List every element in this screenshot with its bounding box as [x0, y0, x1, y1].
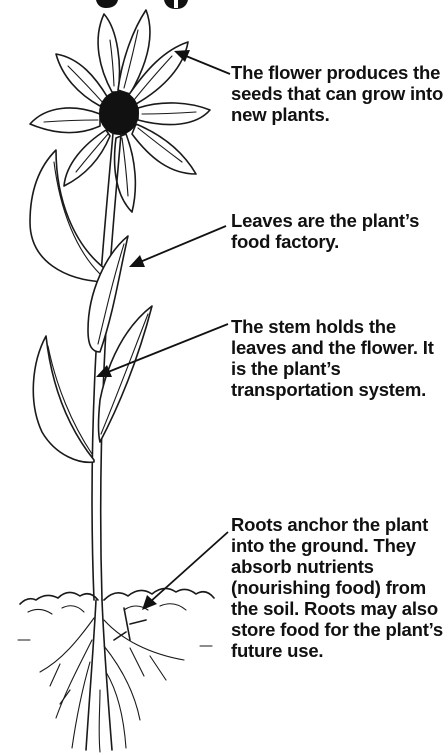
petal [98, 14, 119, 92]
heading-fragment [96, 0, 188, 9]
leaf [88, 236, 128, 352]
flower-center [99, 91, 139, 135]
soil [18, 588, 214, 646]
arrow-leaves [129, 226, 226, 267]
leaf [30, 150, 104, 282]
label-stem: The stem holds the leaves and the flower… [231, 316, 445, 400]
label-roots: Roots anchor the plant into the ground. … [231, 514, 445, 661]
label-flower: The flower produces the seeds that can g… [231, 62, 445, 125]
label-leaves: Leaves are the plant’s food factory. [231, 210, 445, 252]
roots [40, 600, 184, 752]
arrow-roots [142, 532, 228, 610]
arrow-flower [174, 50, 230, 74]
